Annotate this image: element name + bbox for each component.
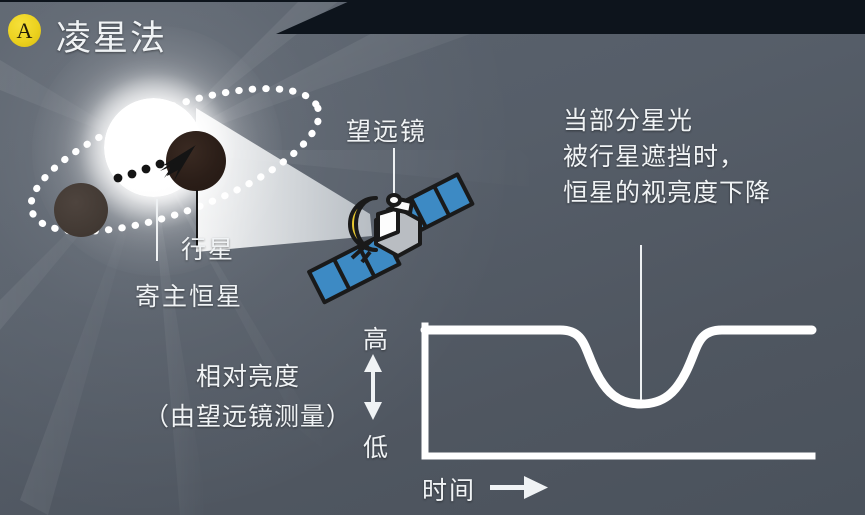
axis-label-high: 高 <box>363 327 389 354</box>
time-arrow-icon <box>490 476 548 499</box>
page-title: 凌星法 <box>56 19 168 58</box>
description-text: 当部分星光 被行星遮挡时， 恒星的视亮度下降 <box>563 104 771 212</box>
label-telescope: 望远镜 <box>346 119 428 146</box>
chart-caption-line-1: 相对亮度 <box>196 364 301 391</box>
panel-badge-letter: A <box>16 17 33 43</box>
brightness-range-arrow-icon <box>364 354 382 420</box>
host-star-leader-line <box>156 199 158 261</box>
brightness-curve <box>420 325 817 409</box>
telescope-leader-line <box>393 148 395 212</box>
axis-label-low: 低 <box>363 435 389 462</box>
description-line-3: 恒星的视亮度下降 <box>563 180 772 207</box>
description-line-1: 当部分星光 <box>563 108 694 135</box>
planet-leader-line <box>196 190 198 246</box>
chart-caption-line-2: （由望远镜测量） <box>144 404 353 431</box>
description-line-2: 被行星遮挡时， <box>563 144 746 171</box>
chart-caption: 相对亮度 （由望远镜测量） <box>144 358 352 438</box>
panel-badge: A <box>8 14 41 47</box>
label-host-star: 寄主恒星 <box>135 284 244 311</box>
label-planet: 行星 <box>181 237 236 264</box>
secondary-planet-icon <box>54 183 108 237</box>
chart-axes <box>421 322 816 460</box>
axis-label-time: 时间 <box>422 478 477 505</box>
